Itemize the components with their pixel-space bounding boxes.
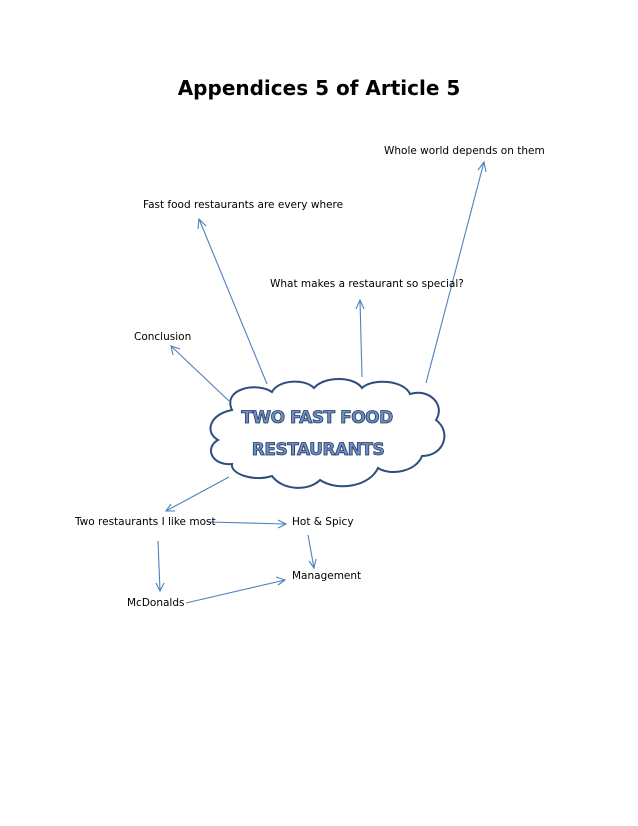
arrow-to-hot-spicy (207, 519, 288, 529)
arrow-to-two-restaurants (164, 476, 230, 512)
arrow-to-management (307, 534, 317, 570)
center-title-line2: RESTAURANTS (252, 440, 384, 460)
node-everywhere: Fast food restaurants are every where (143, 199, 344, 211)
node-whole-world: Whole world depends on them (384, 145, 545, 157)
arrows (155, 160, 487, 604)
node-special: What makes a restaurant so special? (270, 278, 464, 290)
arrow-to-whole-world (425, 160, 487, 384)
arrow-to-everywhere (197, 217, 268, 385)
node-conclusion: Conclusion (134, 331, 192, 343)
node-hot-spicy: Hot & Spicy (292, 516, 354, 528)
arrow-mcdonalds-to-management (185, 576, 287, 604)
center-title-line1: TWO FAST FOOD (241, 408, 393, 428)
node-two-restaurants: Two restaurants I like most (75, 516, 216, 528)
arrow-to-special (355, 298, 365, 378)
arrow-to-mcdonalds (155, 540, 165, 593)
arrow-to-conclusion (170, 345, 230, 402)
cloud-outline (209, 378, 446, 489)
node-management: Management (292, 570, 362, 582)
page-title: Appendices 5 of Article 5 (177, 76, 461, 100)
node-mcdonalds: McDonalds (127, 597, 185, 609)
center-cloud: TWO FAST FOOD RESTAURANTS (209, 378, 446, 489)
